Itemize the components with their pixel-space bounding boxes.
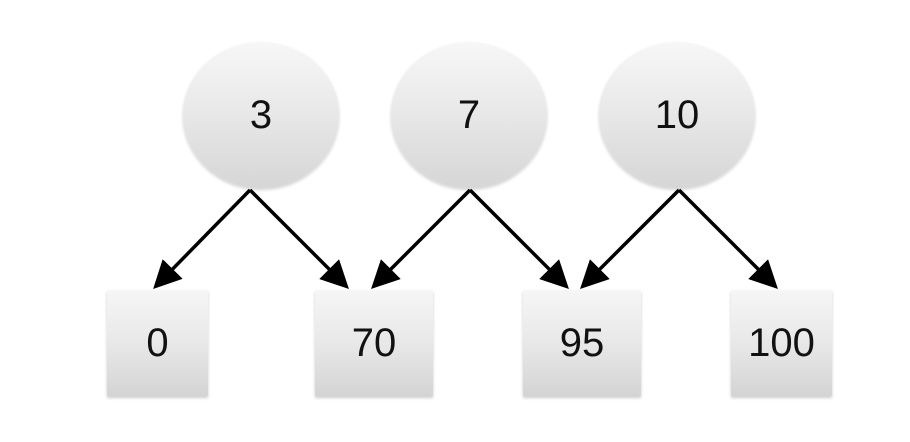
- box-node-label: 70: [351, 320, 397, 365]
- edge-3-to-0: [153, 188, 252, 290]
- edge-7-to-95: [468, 188, 569, 289]
- circle-node: 7: [391, 42, 547, 188]
- box-node-label: 100: [748, 320, 815, 365]
- circle-node: 10: [599, 42, 755, 188]
- circle-node-label: 7: [457, 92, 481, 137]
- box-node: 100: [731, 290, 832, 396]
- edge-10-to-100: [677, 188, 778, 289]
- box-node-label: 95: [559, 320, 605, 365]
- edge-3-to-70: [248, 188, 349, 289]
- circle-node-label: 10: [654, 92, 700, 137]
- circle-node-label: 3: [249, 92, 273, 137]
- box-node: 0: [107, 290, 208, 396]
- edge-7-to-70: [371, 188, 472, 289]
- edge-10-to-95: [580, 188, 681, 289]
- circle-node: 3: [183, 42, 339, 188]
- box-node: 95: [523, 290, 641, 396]
- box-node: 70: [315, 290, 433, 396]
- box-node-label: 0: [146, 320, 169, 365]
